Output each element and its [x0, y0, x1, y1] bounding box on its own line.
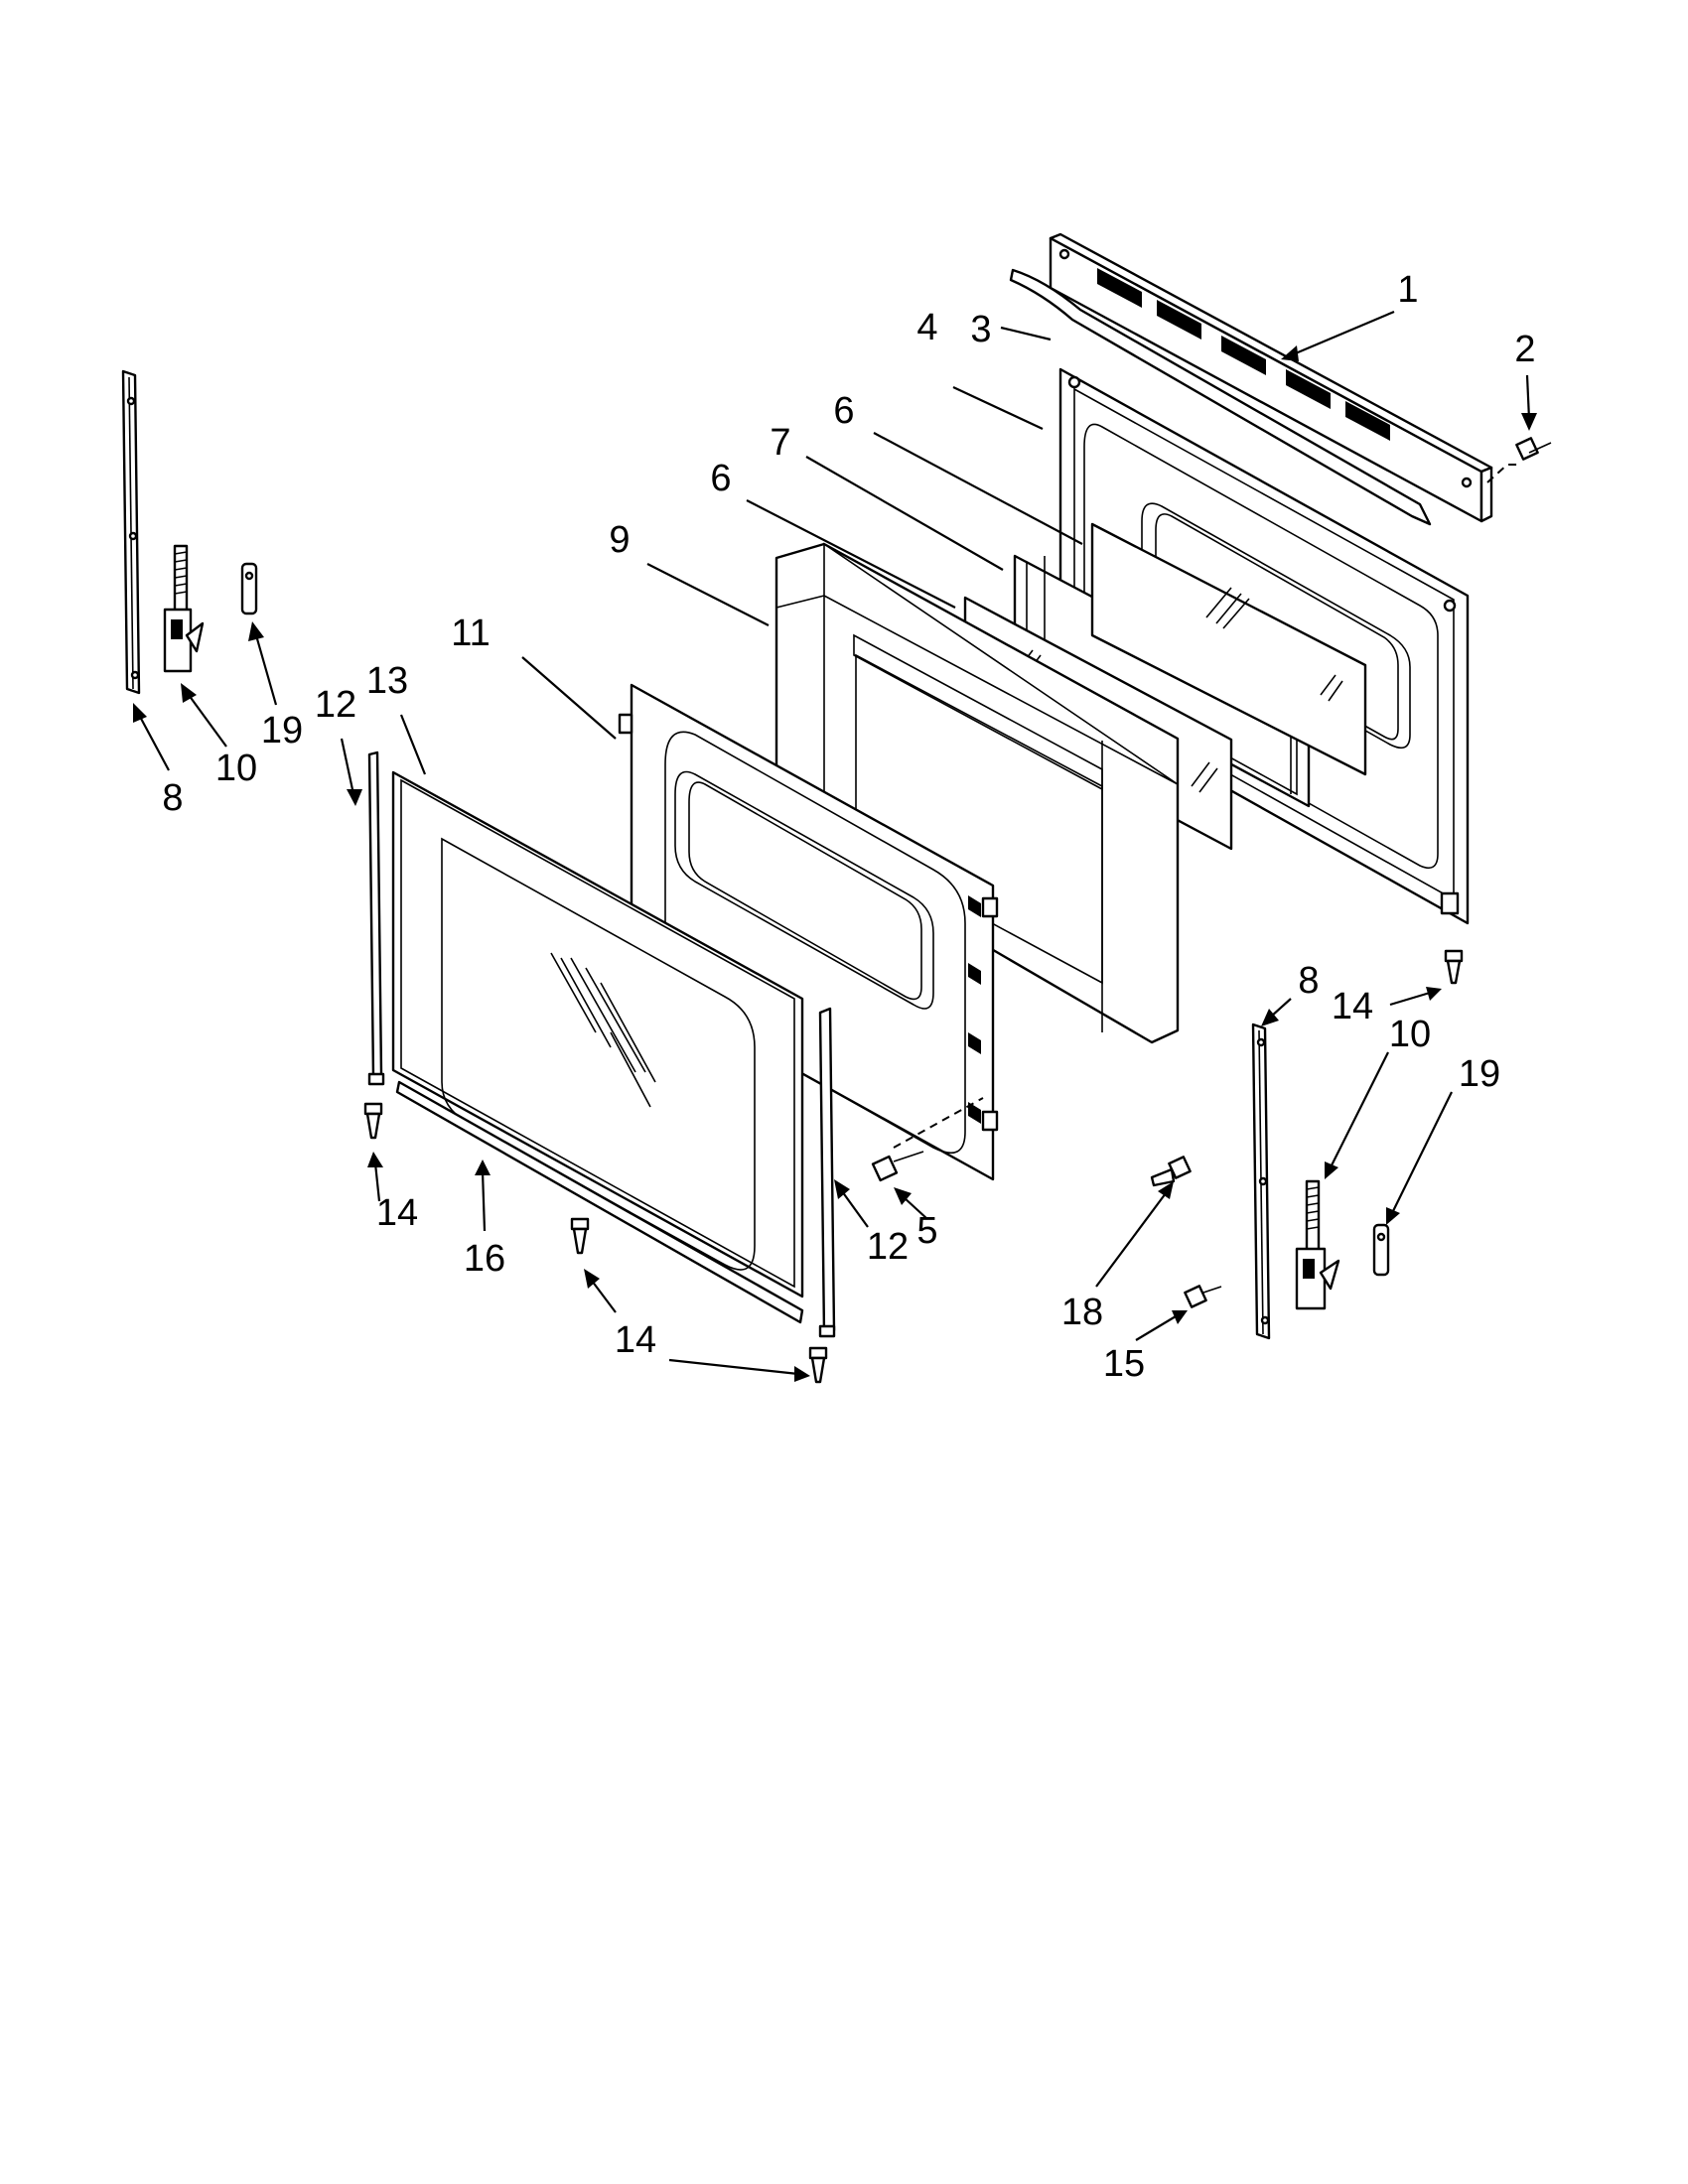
callout-12-left: 12: [315, 684, 356, 726]
part-bracket-right: [1372, 1223, 1390, 1277]
part-hinge-bar-left: [121, 369, 141, 695]
callout-16: 16: [464, 1238, 505, 1280]
callout-1: 1: [1397, 269, 1418, 311]
callout-labels: 1 2 3 4 6 7 6 9 11 12 13 8 10 19 14 16 1…: [162, 269, 1535, 1385]
part-screw-14-upper-right: [1444, 949, 1464, 985]
callout-15: 15: [1103, 1343, 1145, 1385]
part-screw-15: [1184, 1285, 1222, 1308]
part-bottom-trim: [395, 1080, 804, 1324]
callout-19-left: 19: [261, 710, 303, 751]
part-screw-2: [1486, 437, 1552, 483]
callout-10-left: 10: [215, 748, 257, 789]
callout-14-left: 14: [376, 1192, 418, 1234]
callout-14-bottom: 14: [615, 1319, 656, 1361]
part-screw-14-bottom-right: [808, 1346, 828, 1384]
part-side-trim-right: [818, 1007, 836, 1338]
part-trim-strip: [1009, 268, 1432, 526]
callout-14-upper-right: 14: [1332, 986, 1373, 1027]
part-outer-glass: [391, 770, 804, 1298]
part-hinge-bar-right: [1251, 1023, 1271, 1340]
part-screw-18: [1150, 1156, 1192, 1187]
callout-9: 9: [609, 519, 630, 561]
part-bracket-left: [240, 562, 258, 615]
leader-lines: [133, 310, 1537, 1382]
callout-19-right: 19: [1459, 1053, 1500, 1095]
part-vent-trim: [1049, 232, 1493, 523]
callout-11: 11: [451, 613, 490, 654]
part-hinge-right: [1295, 1179, 1340, 1310]
callout-2: 2: [1514, 329, 1535, 370]
callout-8-right: 8: [1298, 960, 1319, 1002]
part-screw-14-left: [363, 1102, 383, 1140]
callout-6-lower: 6: [710, 458, 731, 499]
callout-13: 13: [366, 660, 408, 702]
part-screw-5: [871, 1097, 984, 1182]
part-glass-upper: [1090, 522, 1367, 776]
callout-4: 4: [916, 307, 937, 348]
callout-18: 18: [1061, 1292, 1103, 1333]
callout-3: 3: [970, 309, 991, 350]
part-screw-14-bottom: [570, 1217, 590, 1255]
part-side-trim-left: [367, 751, 385, 1086]
callout-8-left: 8: [162, 777, 183, 819]
callout-12-right: 12: [867, 1226, 909, 1268]
part-hinge-left: [163, 544, 205, 673]
callout-6-upper: 6: [833, 390, 854, 432]
part-inner-panel: [618, 683, 999, 1181]
callout-10-right: 10: [1389, 1014, 1431, 1055]
callout-7: 7: [770, 422, 790, 464]
callout-5: 5: [916, 1210, 937, 1252]
